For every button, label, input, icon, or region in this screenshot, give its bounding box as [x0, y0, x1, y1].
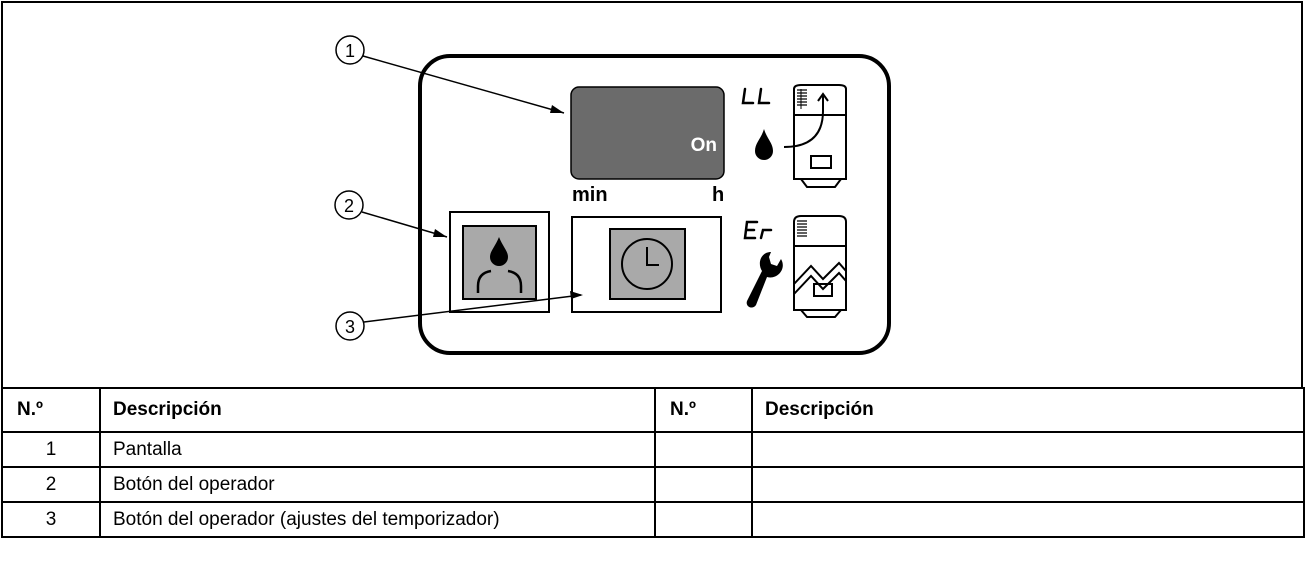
- row-number-2: [654, 431, 753, 468]
- header-description-2: Descripción: [751, 387, 1305, 433]
- code-er-text: Er: [1, 1, 3, 2]
- row-number: 3: [1, 501, 101, 538]
- drop-nozzle-icon: [476, 237, 523, 293]
- callout-1: 1: [335, 35, 565, 114]
- header-number-2: N.º: [654, 387, 753, 433]
- water-drop-icon: [755, 129, 773, 160]
- row-number: 2: [1, 466, 101, 503]
- code-ll-text: LL: [1, 1, 3, 2]
- display-screen: On: [570, 86, 725, 180]
- callout-3: 3: [335, 291, 583, 341]
- operator-button: [449, 211, 550, 313]
- tank-refill-icon: [783, 84, 847, 188]
- row-description-2: [751, 431, 1305, 468]
- tank-error-icon: [793, 215, 847, 318]
- row-description-2: [751, 501, 1305, 538]
- row-number: 1: [1, 431, 101, 468]
- row-description: Botón del operador: [99, 466, 656, 503]
- display-text: On: [691, 135, 717, 156]
- wrench-icon: [746, 252, 783, 308]
- row-number-2: [654, 501, 753, 538]
- row-description: Pantalla: [99, 431, 656, 468]
- timer-button: [571, 216, 722, 313]
- unit-h-label: h: [712, 184, 724, 206]
- row-number-2: [654, 466, 753, 503]
- legend-header-row: N.º Descripción N.º Descripción: [1, 387, 1305, 433]
- legend-table: N.º Descripción N.º Descripción 1 Pantal…: [1, 387, 1305, 538]
- table-row: 3 Botón del operador (ajustes del tempor…: [1, 501, 1305, 538]
- svg-text:3: 3: [345, 317, 355, 337]
- table-row: 2 Botón del operador: [1, 466, 1305, 503]
- row-description: Botón del operador (ajustes del temporiz…: [99, 501, 656, 538]
- header-description-1: Descripción: [99, 387, 656, 433]
- svg-text:2: 2: [344, 196, 354, 216]
- clock-icon: [621, 238, 673, 290]
- panel-outline: [418, 54, 891, 355]
- table-row: 1 Pantalla: [1, 431, 1305, 468]
- code-er-indicator: [743, 220, 773, 240]
- control-panel-diagram: On min h LL: [1, 1, 891, 355]
- callout-2: 2: [334, 190, 448, 238]
- unit-min-label: min: [572, 184, 608, 206]
- row-description-2: [751, 466, 1305, 503]
- code-ll-indicator: [741, 87, 771, 105]
- svg-text:1: 1: [345, 41, 355, 61]
- header-number-1: N.º: [1, 387, 101, 433]
